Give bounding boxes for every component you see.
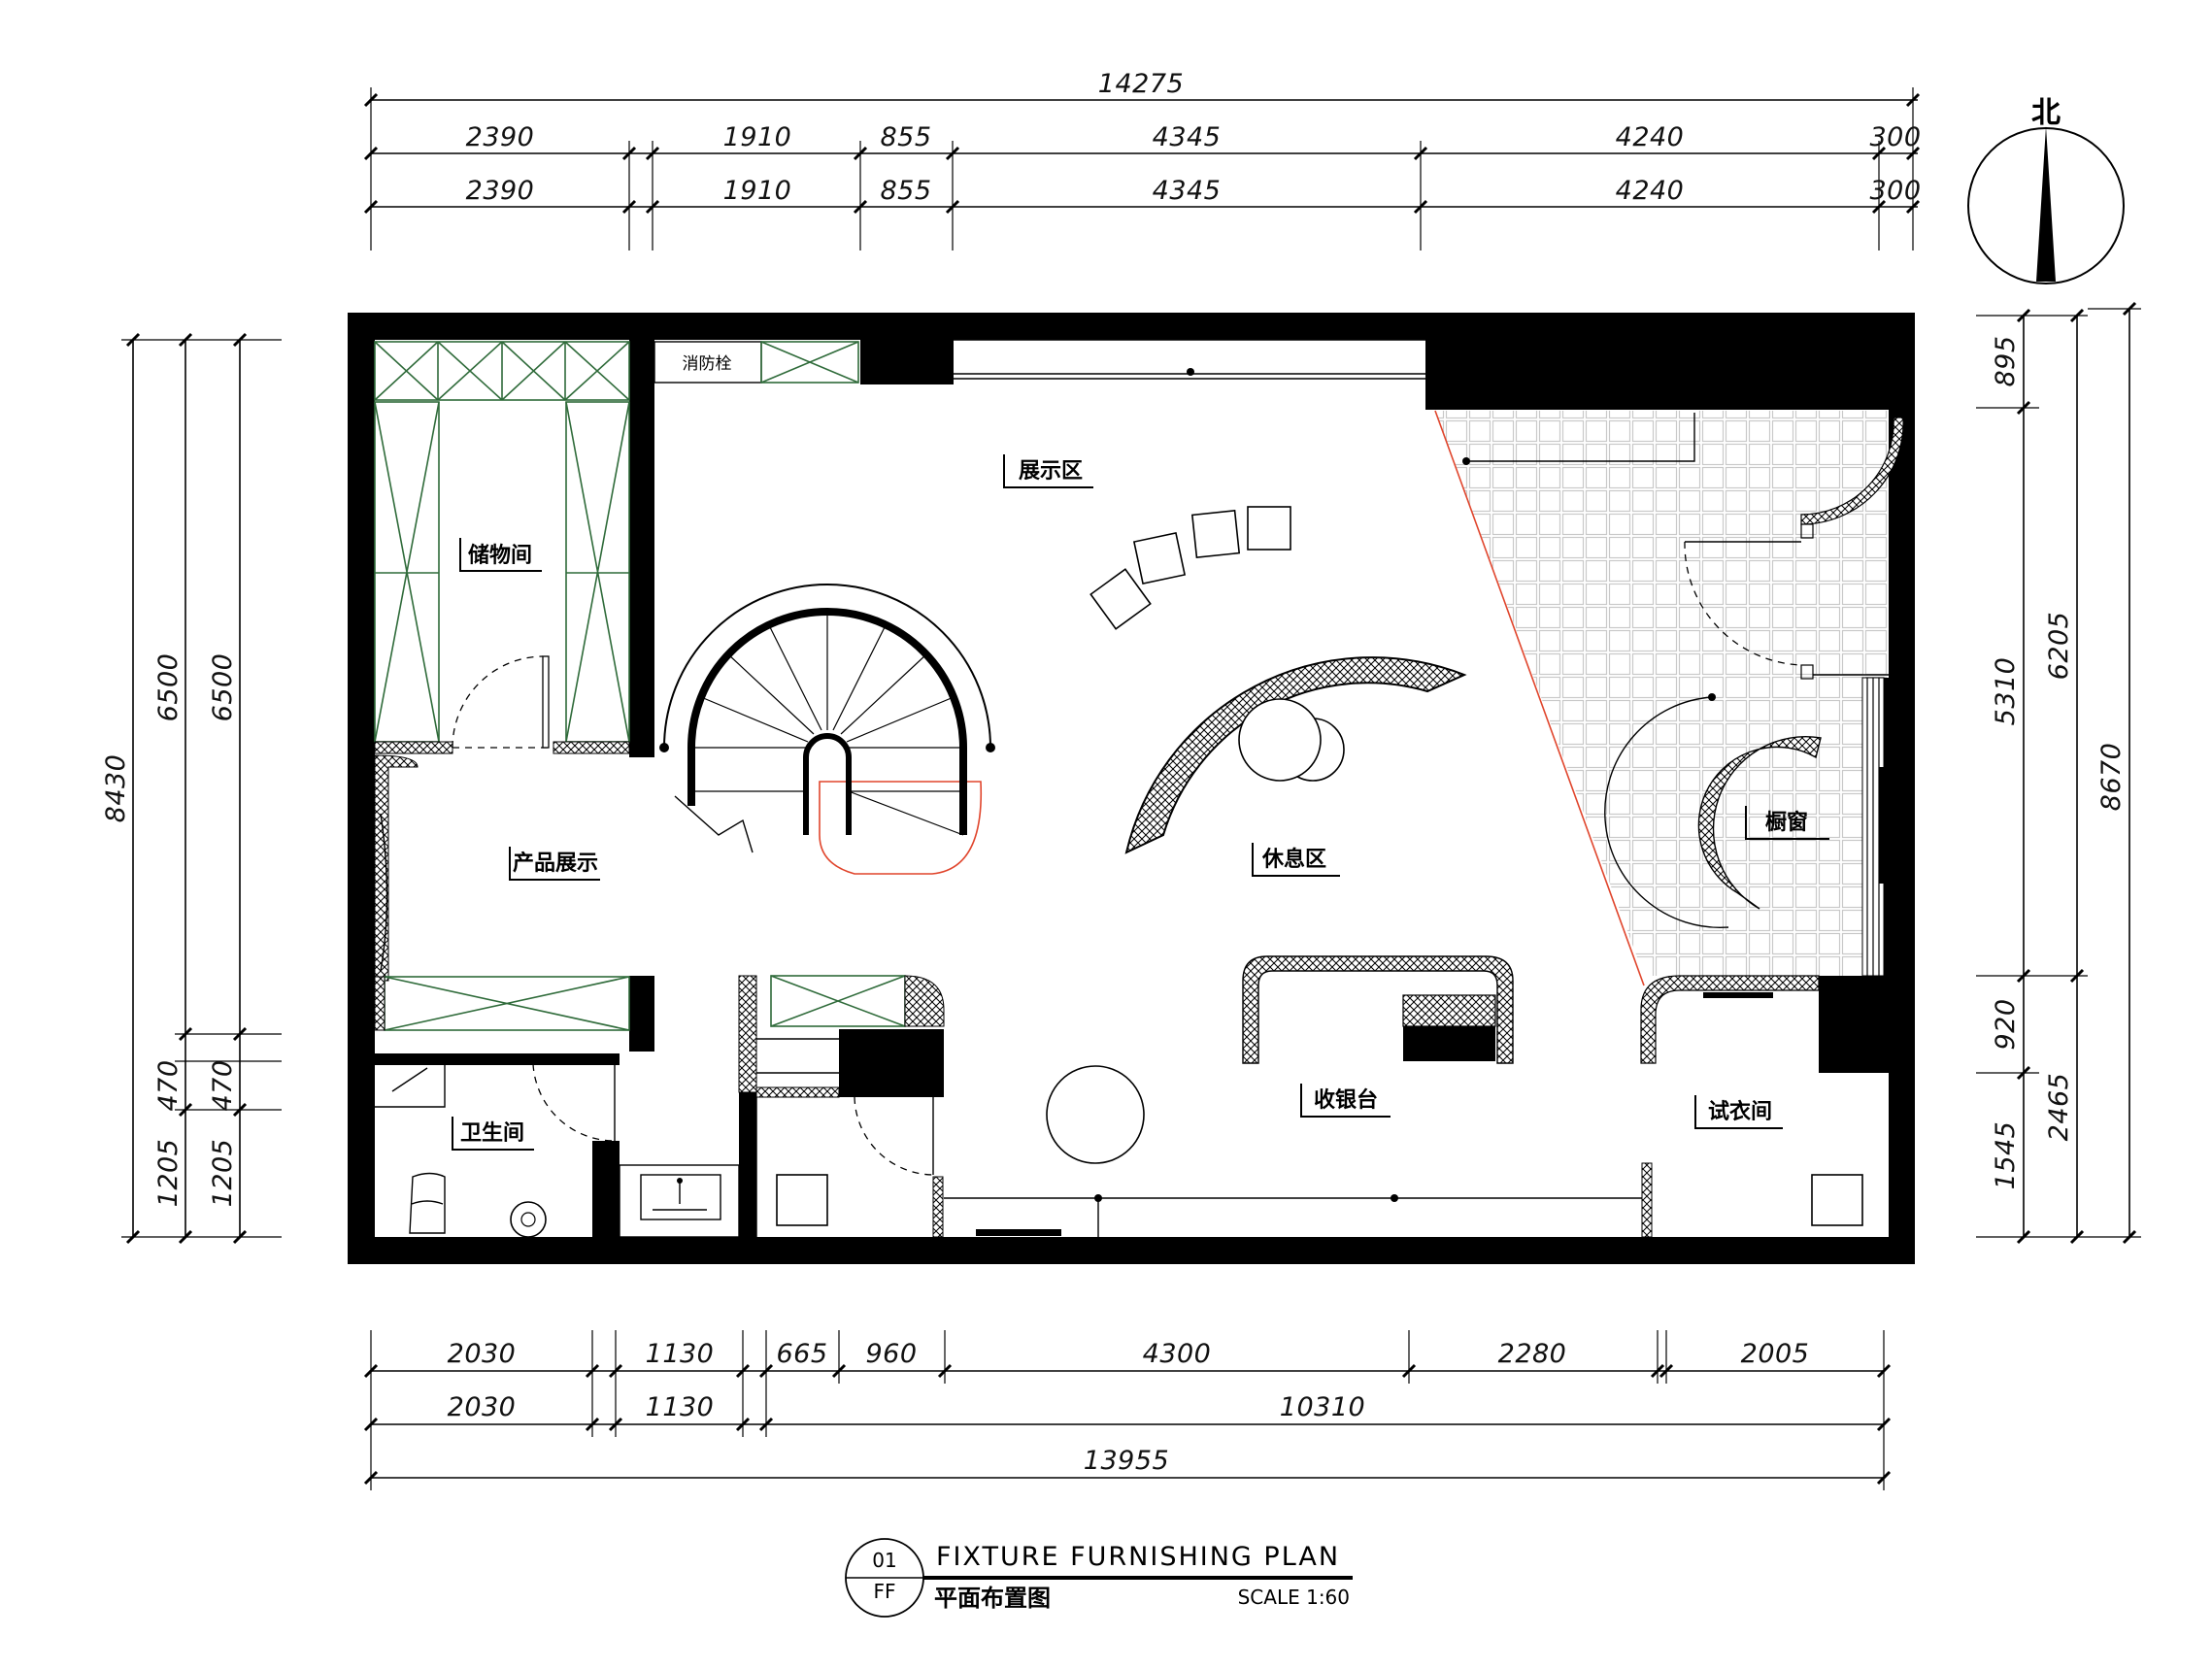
curved-lounge-bench [1124,656,1467,854]
dim-left3-2: 470 [208,1059,238,1111]
dim-top-total: 14275 [1098,69,1184,99]
spiral-staircase [659,584,995,853]
dim-top2-3: 855 [880,176,931,206]
drawing-code: FF [873,1580,895,1603]
display-area-label: 展示区 [1019,459,1083,484]
window-tiled-floor [819,410,1889,986]
title-block: 01 FF FIXTURE FURNISHING PLAN 平面布置图 SCAL… [845,1538,1353,1618]
storage-shelves [374,341,630,754]
showcase-window-label: 橱窗 [1765,810,1808,835]
product-display-label: 产品展示 [513,852,598,876]
window-display-fixtures [1462,413,1904,977]
dim-top-3: 855 [880,122,931,152]
label-frames [452,454,1829,1151]
fire-hydrant-box [654,341,859,384]
dim-bottom-5: 4300 [1143,1339,1212,1369]
wc-label: 卫生间 [460,1121,524,1146]
dim-bottom2-2: 1130 [646,1392,715,1422]
top-glazing [954,339,1425,380]
dim-top-5: 4240 [1616,122,1685,152]
top-dimensions: 14275 2390 1910 855 4345 4240 300 2390 1… [363,69,1921,250]
dim-right1-4: 1545 [1991,1121,2021,1190]
walls [348,313,1915,1264]
drawing-scale: SCALE 1:60 [1238,1586,1350,1609]
drawing-number: 01 [872,1549,896,1572]
drawing-title-cn: 平面布置图 [934,1585,1051,1612]
utility-block [738,975,945,1237]
dim-bottom-total: 13955 [1084,1446,1169,1476]
dim-right1-1: 895 [1991,335,2021,386]
dim-bottom-7: 2005 [1741,1339,1810,1369]
lounge-chairs [1089,506,1291,630]
compass-north-label: 北 [2031,96,2061,130]
dim-bottom-1: 2030 [448,1339,517,1369]
dim-top2-6: 300 [1869,176,1921,206]
product-display-fixtures [374,754,630,1031]
cashier-counter [1242,955,1514,1064]
dim-top-1: 2390 [466,122,535,152]
lounge-area-label: 休息区 [1261,847,1326,872]
fitting-room-label: 试衣间 [1708,1099,1772,1124]
dim-top2-1: 2390 [466,176,535,206]
dim-left2-3: 1205 [153,1139,184,1208]
dim-top2-4: 4345 [1153,176,1222,206]
dim-left3-3: 1205 [208,1139,238,1208]
dim-top2-2: 1910 [723,176,792,206]
dim-left3-1: 6500 [208,653,238,722]
dim-top2-5: 4240 [1616,176,1685,206]
hydrant-label: 消防栓 [683,354,732,374]
dim-left2-1: 6500 [153,653,184,722]
dim-bottom-2: 1130 [646,1339,715,1369]
dim-bottom2-3: 10310 [1280,1392,1365,1422]
dim-top-4: 4345 [1153,122,1222,152]
dim-bottom-6: 2280 [1498,1339,1567,1369]
left-dimensions: 8430 6500 470 1205 6500 470 1205 [101,332,282,1245]
dim-bottom-3: 665 [776,1339,827,1369]
bottom-dimensions: 2030 1130 665 960 4300 2280 2005 2030 11… [363,1330,1892,1490]
dim-left-total: 8430 [101,754,131,823]
dim-bottom-4: 960 [865,1339,917,1369]
dim-left2-2: 470 [153,1059,184,1111]
dim-right1-2: 5310 [1991,657,2021,726]
dim-top-6: 300 [1869,122,1921,152]
north-compass: 北 [1967,96,2125,284]
dim-top-2: 1910 [723,122,792,152]
dim-bottom2-1: 2030 [448,1392,517,1422]
dim-right-total: 8670 [2096,743,2127,812]
right-dimensions: 895 5310 920 1545 6205 2465 8670 [1976,301,2141,1245]
dim-right1-3: 920 [1991,998,2021,1050]
lounge-tables [1046,698,1345,1164]
front-facade [776,1174,1642,1238]
wc-fixtures [375,1062,740,1238]
cashier-label: 收银台 [1314,1087,1378,1113]
dim-right2-2: 2465 [2044,1073,2074,1142]
fitting-room-fixtures [1640,975,1863,1238]
dim-right2-1: 6205 [2044,612,2074,681]
storage-room-label: 储物间 [468,543,532,568]
drawing-title-en: FIXTURE FURNISHING PLAN [936,1542,1340,1572]
